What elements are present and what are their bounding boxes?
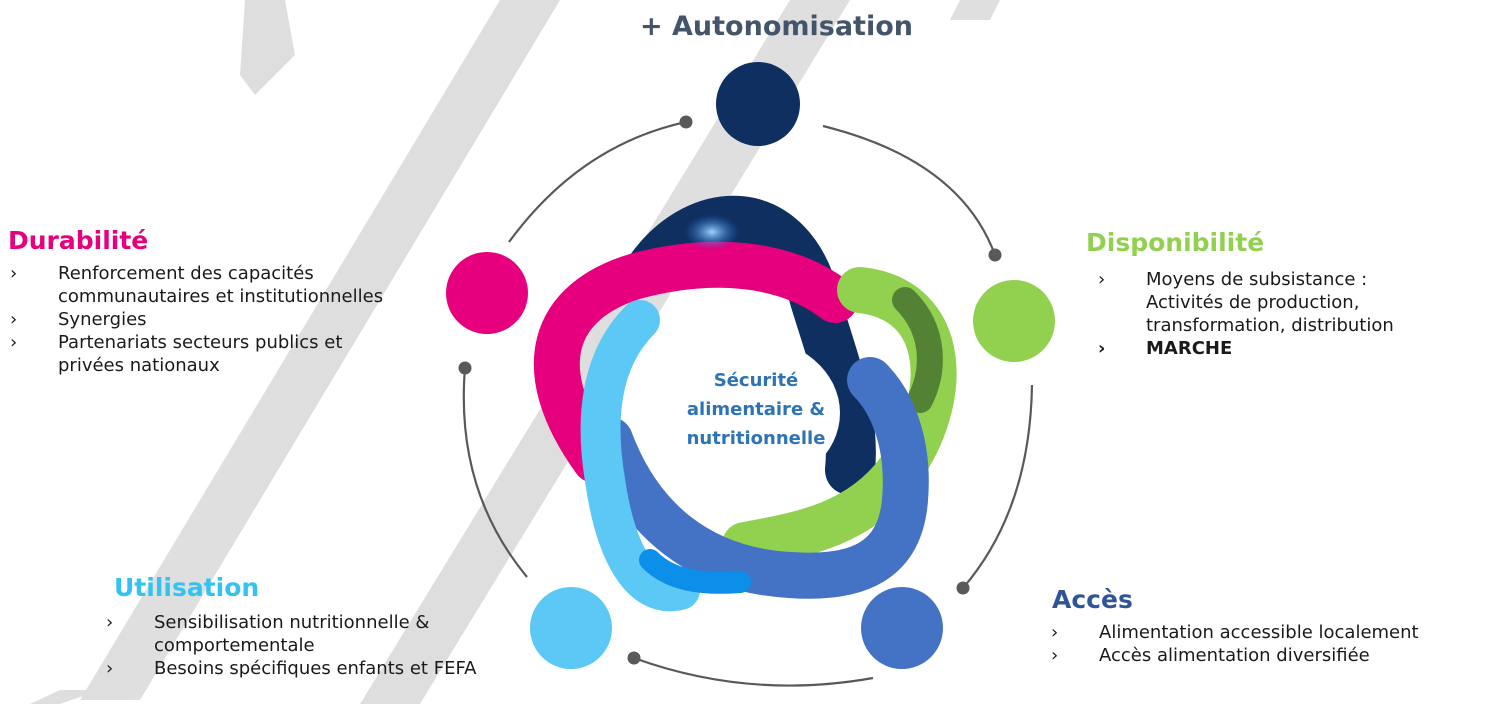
connector-arcs [462, 120, 1034, 687]
section-disponibilite: Disponibilité Moyens de subsistance : Ac… [1086, 228, 1476, 360]
section-utilisation: Utilisation Sensibilisation nutritionnel… [106, 573, 534, 680]
center-disc [664, 338, 840, 488]
list-item: MARCHE [1096, 337, 1476, 360]
ribbon-highlight [684, 214, 740, 250]
list-item: Accès alimentation diversifiée [1049, 644, 1482, 667]
list-acces: Alimentation accessible localement Accès… [1049, 621, 1482, 667]
circle-acces [861, 587, 943, 669]
ribbon-lightblue [580, 300, 700, 612]
connector-dot [956, 581, 970, 595]
list-item: Sensibilisation nutritionnelle & comport… [104, 611, 484, 657]
circle-disponibilite [973, 280, 1055, 362]
list-utilisation: Sensibilisation nutritionnelle & comport… [104, 611, 534, 680]
central-knot [533, 195, 957, 612]
list-item: Besoins spécifiques enfants et FEFA [104, 657, 514, 680]
list-disponibilite: Moyens de subsistance : Activités de pro… [1096, 268, 1476, 360]
ribbon-darkgreen [892, 287, 943, 413]
list-durabilite: Renforcement des capacités communautaire… [8, 262, 478, 377]
ribbon-magenta [533, 241, 858, 483]
connector-arc-utilisation-durabilite [462, 367, 528, 578]
connector-arc-disponibilite-acces [962, 384, 1034, 589]
center-label: Sécurité alimentaire & nutritionnelle [658, 366, 854, 453]
connector-arc-acces-utilisation [633, 656, 874, 687]
list-item: Moyens de subsistance : Activités de pro… [1096, 268, 1446, 337]
title-autonomisation: + Autonomisation [640, 11, 913, 42]
heading-durabilite: Durabilité [8, 226, 149, 255]
circle-utilisation [530, 587, 612, 669]
heading-disponibilite: Disponibilité [1086, 228, 1265, 257]
list-item: Partenariats secteurs publics et privées… [8, 331, 398, 377]
connector-arc-durabilite-autonomisation [508, 120, 687, 243]
connector-dot [458, 361, 472, 375]
circle-autonomisation [716, 62, 800, 146]
center-label-line: alimentaire & [686, 399, 826, 420]
connector-dot [679, 115, 693, 129]
connector-arc-autonomisation-disponibilite [822, 124, 997, 256]
center-label-line: nutritionnelle [686, 428, 826, 449]
list-item: Renforcement des capacités communautaire… [8, 262, 448, 308]
connector-dots [458, 115, 1002, 665]
heading-utilisation: Utilisation [114, 573, 260, 602]
section-acces: Accès Alimentation accessible localement… [1049, 585, 1482, 667]
ribbon-azure [639, 549, 751, 594]
center-label-line: Sécurité [713, 370, 799, 391]
section-durabilite: Durabilité Renforcement des capacités co… [8, 226, 478, 377]
heading-acces: Accès [1052, 585, 1133, 614]
connector-dot [627, 651, 641, 665]
connector-dot [988, 248, 1002, 262]
ribbon-blue [587, 357, 929, 599]
list-item: Synergies [8, 308, 478, 331]
list-item: Alimentation accessible localement [1049, 621, 1482, 644]
